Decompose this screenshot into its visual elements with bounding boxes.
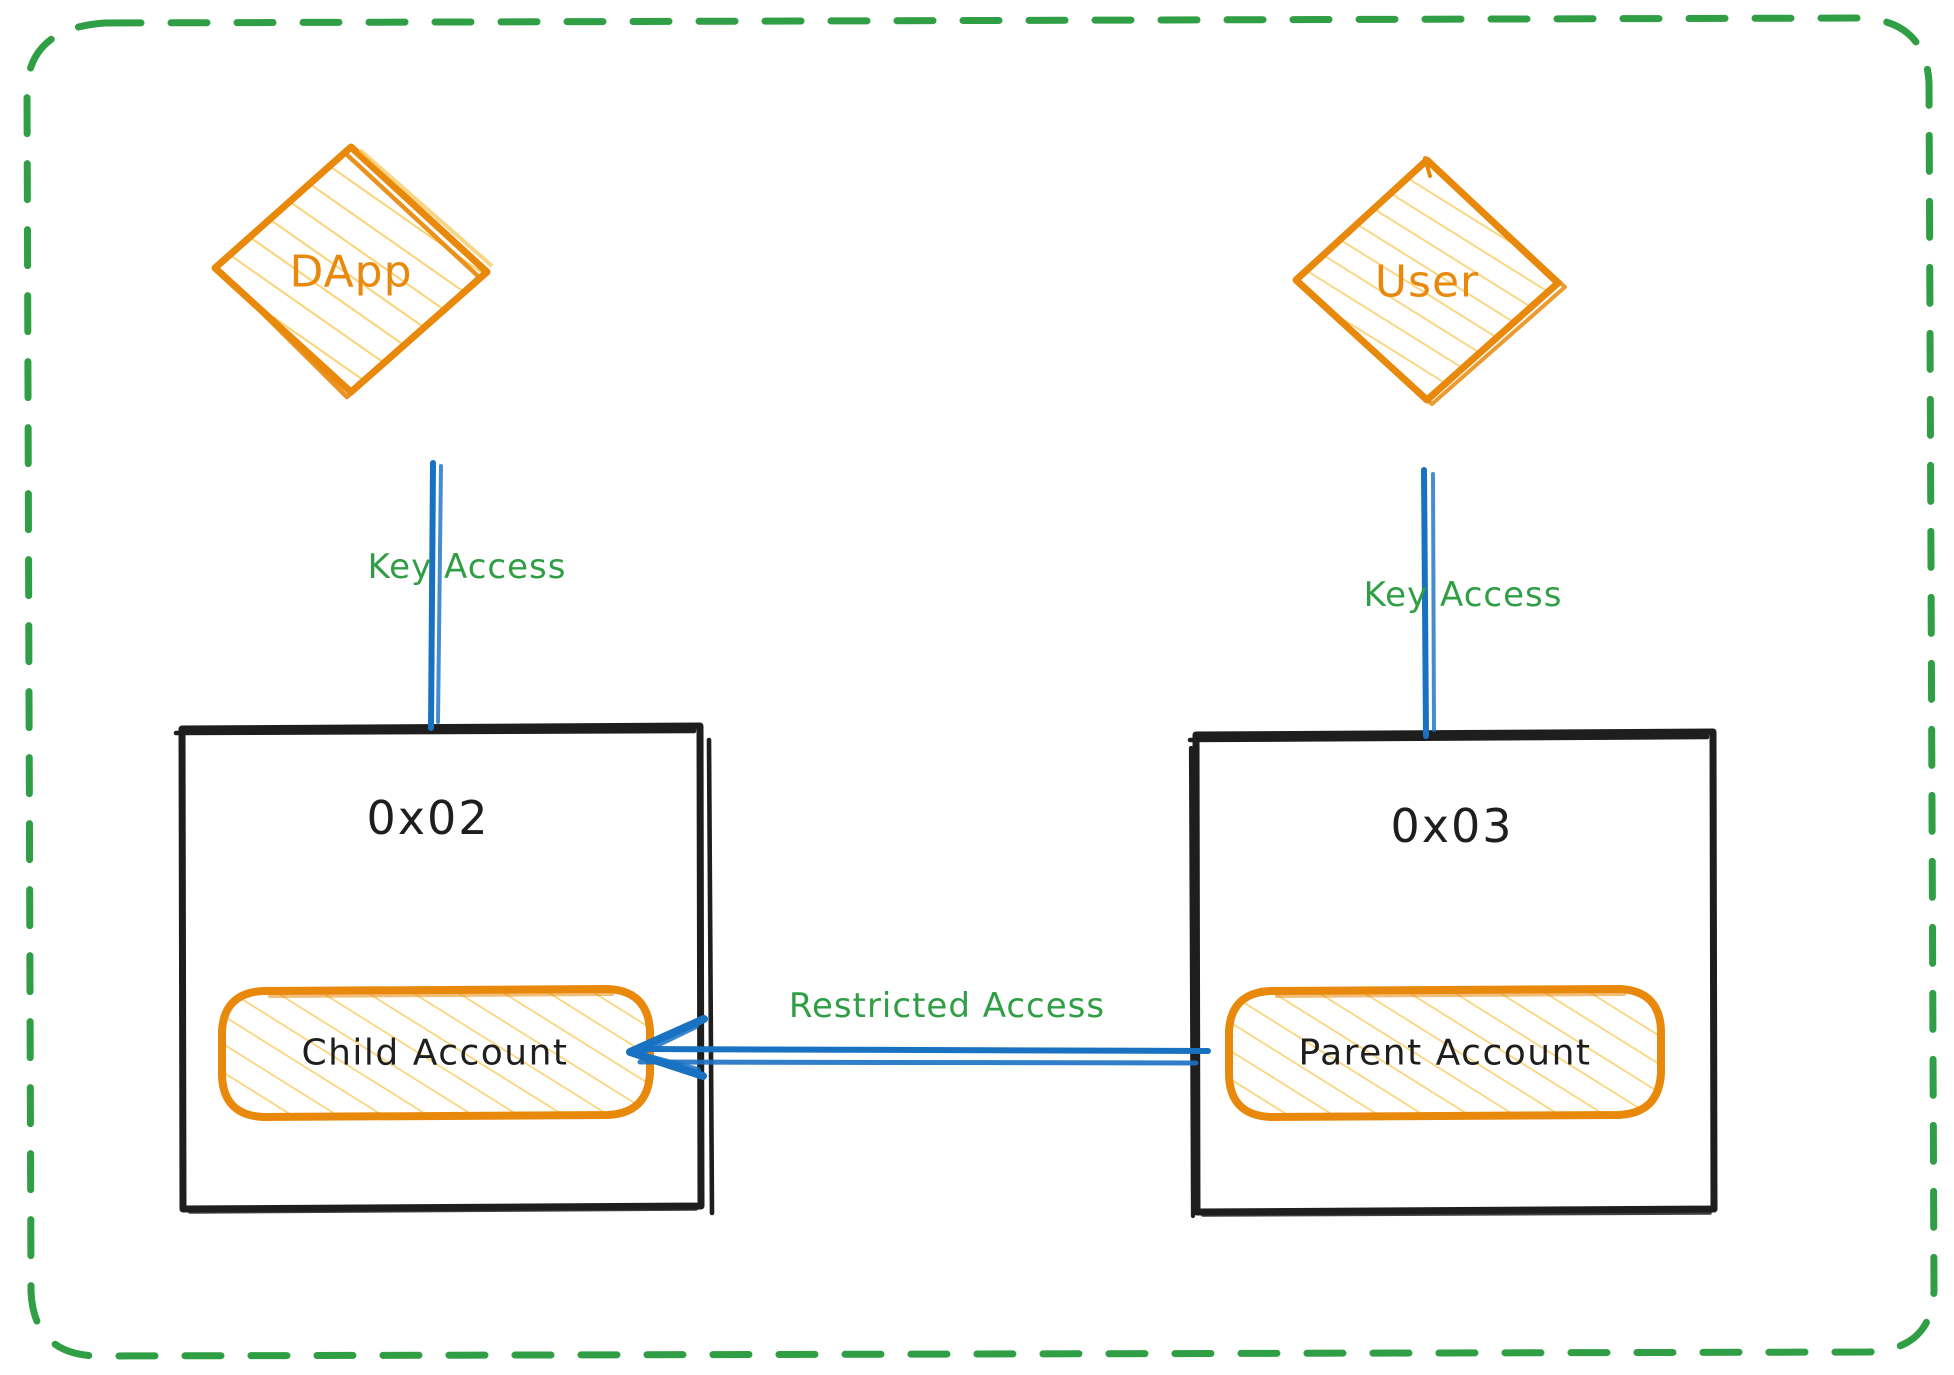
parent-account-pill-shape[interactable] [1225,985,1665,1121]
edge-user-to-parent [1421,467,1436,739]
edge-dapp-to-child [428,460,443,731]
edge-parent-to-child [626,1015,1211,1080]
parent-account-box-shape[interactable] [1187,728,1718,1219]
dapp-diamond-shape[interactable] [211,143,494,400]
dashed-frame [23,14,1938,1360]
child-account-pill-shape[interactable] [218,985,654,1121]
child-account-box-shape[interactable] [173,722,715,1216]
user-diamond-shape[interactable] [1292,156,1567,406]
